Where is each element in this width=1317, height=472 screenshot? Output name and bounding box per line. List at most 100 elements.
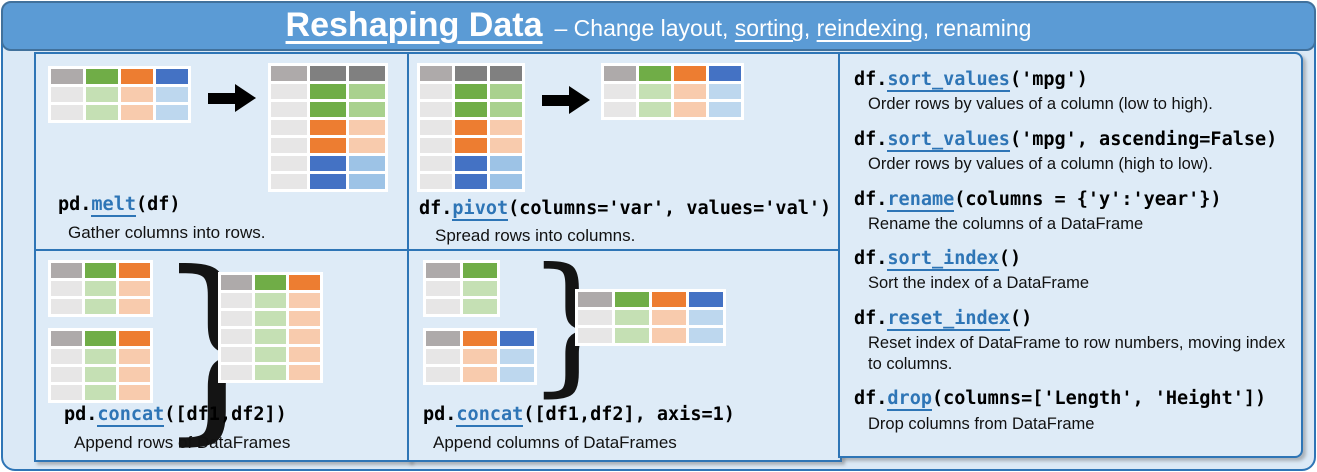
table-cell xyxy=(221,275,252,290)
table-cell xyxy=(271,120,307,135)
table-cell xyxy=(51,349,82,364)
table-row xyxy=(420,174,522,189)
table-cell xyxy=(271,156,307,171)
table-cell xyxy=(349,102,385,117)
sort-index-link[interactable]: sort_index xyxy=(887,248,999,272)
code-prefix: df. xyxy=(854,248,888,270)
table-row xyxy=(426,367,534,382)
table-row xyxy=(271,138,385,153)
code-args: ('mpg', ascending=False) xyxy=(1009,128,1278,150)
table-row xyxy=(426,299,497,314)
code-prefix: df. xyxy=(854,308,888,329)
table-cell xyxy=(709,84,741,99)
table-cell xyxy=(255,365,286,380)
table-cell xyxy=(420,120,452,135)
table-cell xyxy=(85,263,116,278)
reset-index-link[interactable]: reset_index xyxy=(887,308,1010,331)
pivot-link[interactable]: pivot xyxy=(452,198,509,221)
melt-after-table xyxy=(268,63,388,192)
command-code-line: df.sort_index() xyxy=(854,247,1293,272)
table-cell xyxy=(86,105,118,120)
table-row xyxy=(51,87,188,102)
table-cell xyxy=(578,310,612,325)
table-cell xyxy=(500,349,534,364)
table-cell xyxy=(420,102,452,117)
concat-cols-result-table xyxy=(575,289,726,346)
concat-link[interactable]: concat xyxy=(97,404,165,427)
table-cell xyxy=(221,365,252,380)
concat-rows-df1-table xyxy=(48,260,153,317)
command-code-line: df.sort_values('mpg', ascending=False) xyxy=(854,128,1293,152)
table-row xyxy=(604,84,741,99)
table-cell xyxy=(289,293,320,308)
table-cell xyxy=(455,66,487,81)
table-cell xyxy=(420,84,452,99)
table-cell xyxy=(615,310,649,325)
table-cell xyxy=(674,84,706,99)
command-description: Drop columns from DataFrame xyxy=(868,414,1095,433)
table-cell xyxy=(85,299,116,314)
code-args: (columns='var', values='val') xyxy=(508,198,832,219)
concat-rows-section-panel: } pd.concat([df1,df2]) Append rows of Da… xyxy=(34,247,411,462)
command-code-line: df.drop(columns=['Length', 'Height']) xyxy=(854,387,1293,412)
table-cell xyxy=(426,263,460,278)
table-cell xyxy=(51,367,82,382)
table-cell xyxy=(221,293,252,308)
table-cell xyxy=(349,156,385,171)
table-cell xyxy=(86,69,118,84)
table-cell xyxy=(463,331,497,346)
table-row xyxy=(604,66,741,81)
table-cell xyxy=(85,331,116,346)
table-cell xyxy=(119,385,150,400)
code-args: ([df1,df2], axis=1) xyxy=(523,404,735,425)
table-cell xyxy=(289,329,320,344)
command-item: df.rename(columns = {'y':'year'}) Rename… xyxy=(854,188,1293,235)
table-row xyxy=(271,66,385,81)
subtitle-segment: , xyxy=(803,15,817,41)
table-row xyxy=(51,69,188,84)
melt-link[interactable]: melt xyxy=(91,194,136,217)
table-cell xyxy=(463,299,497,314)
table-row xyxy=(420,84,522,99)
table-row xyxy=(271,156,385,171)
command-item: df.sort_index() Sort the index of a Data… xyxy=(854,247,1293,294)
table-cell xyxy=(455,138,487,153)
sort-values-link[interactable]: sort_values xyxy=(887,69,1010,92)
table-cell xyxy=(119,367,150,382)
table-row xyxy=(578,292,723,307)
table-cell xyxy=(455,84,487,99)
table-row xyxy=(271,84,385,99)
table-cell xyxy=(490,138,522,153)
table-row xyxy=(221,347,320,362)
table-cell xyxy=(652,292,686,307)
table-cell xyxy=(652,310,686,325)
code-prefix: df. xyxy=(854,69,888,90)
command-code-line: df.rename(columns = {'y':'year'}) xyxy=(854,188,1293,212)
table-cell xyxy=(689,292,723,307)
table-cell xyxy=(255,329,286,344)
table-cell xyxy=(51,385,82,400)
sort-values-link[interactable]: sort_values xyxy=(887,128,1010,152)
table-row xyxy=(221,293,320,308)
table-cell xyxy=(455,102,487,117)
table-row xyxy=(51,105,188,120)
table-cell xyxy=(85,385,116,400)
concat-link[interactable]: concat xyxy=(456,404,524,427)
table-cell xyxy=(119,331,150,346)
table-cell xyxy=(51,69,83,84)
table-cell xyxy=(490,120,522,135)
subtitle-segment-reindexing: reindexing xyxy=(816,15,923,41)
drop-link[interactable]: drop xyxy=(887,388,932,412)
table-cell xyxy=(420,66,452,81)
table-cell xyxy=(420,138,452,153)
table-cell xyxy=(119,299,150,314)
table-cell xyxy=(426,331,460,346)
code-args: ([df1,df2]) xyxy=(164,404,287,425)
concat-rows-description: Append rows of DataFrames xyxy=(74,433,291,452)
table-cell xyxy=(289,347,320,362)
pivot-after-table xyxy=(601,63,744,120)
table-cell xyxy=(463,281,497,296)
rename-link[interactable]: rename xyxy=(887,188,955,212)
table-row xyxy=(221,311,320,326)
